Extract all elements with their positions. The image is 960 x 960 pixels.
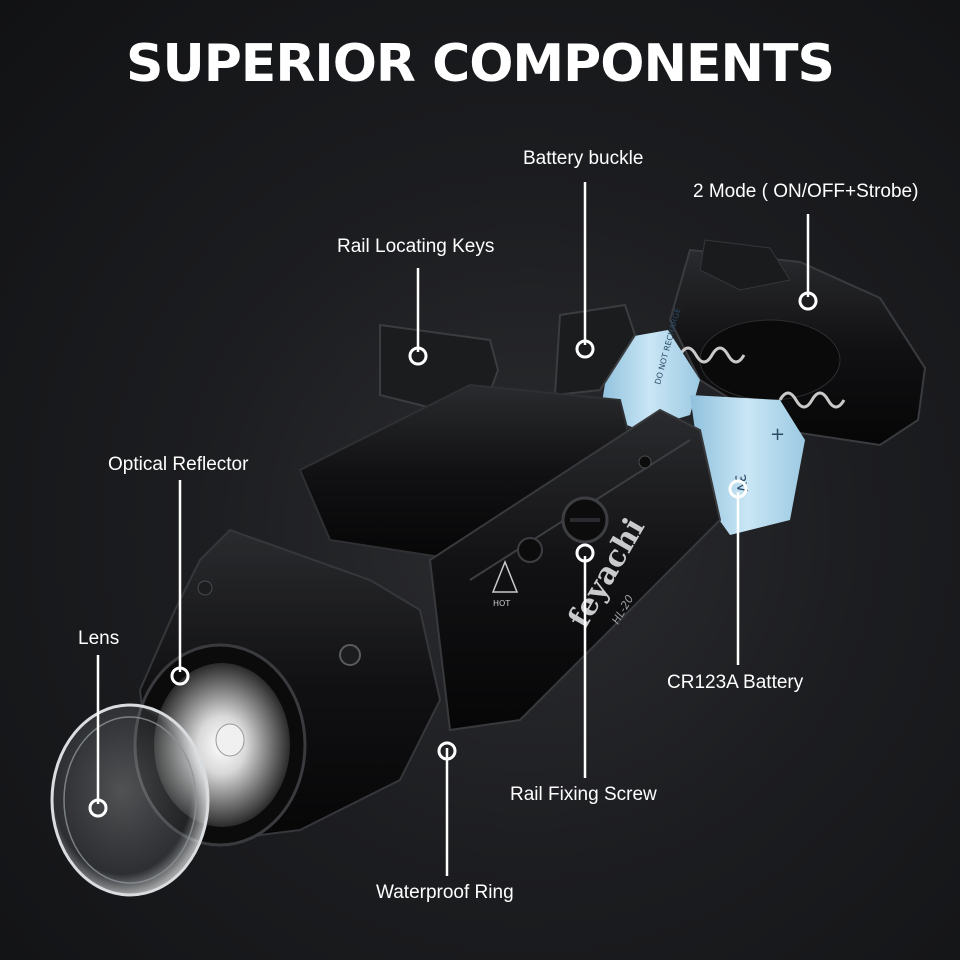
label-waterproof-ring: Waterproof Ring — [376, 882, 514, 903]
callout-lines — [96, 182, 810, 876]
flashlight-body: feyachi HL-20 HOT — [428, 408, 722, 732]
dot-battery — [728, 479, 748, 499]
label-optical-reflector: Optical Reflector — [108, 454, 249, 475]
label-battery-buckle: Battery buckle — [523, 148, 644, 169]
dot-mode — [798, 291, 818, 311]
label-rail-locating-keys: Rail Locating Keys — [337, 236, 495, 257]
callout-dots — [88, 291, 818, 818]
cr123a-batteries: + 3V DO NOT RECHARGE — [600, 307, 805, 535]
dot-rail-keys — [408, 346, 428, 366]
lens-disc — [50, 703, 210, 897]
flashlight-head — [133, 528, 442, 847]
dot-optical-reflector — [170, 666, 190, 686]
dot-waterproof-ring — [437, 741, 457, 761]
hot-warning-icon — [491, 559, 519, 593]
label-lens: Lens — [78, 628, 120, 649]
dot-lens — [88, 798, 108, 818]
battery-plus-text: + — [770, 424, 785, 445]
label-rail-fixing-screw: Rail Fixing Screw — [510, 784, 657, 805]
label-mode: 2 Mode ( ON/OFF+Strobe) — [693, 181, 919, 202]
springs — [678, 346, 846, 409]
switch-end-cap — [668, 239, 927, 447]
dot-rail-screw — [575, 543, 595, 563]
label-cr123a-battery: CR123A Battery — [667, 672, 804, 693]
page-title: SUPERIOR COMPONENTS — [126, 34, 835, 94]
hot-warning-text: HOT — [493, 599, 510, 608]
dot-battery-buckle — [575, 339, 595, 359]
